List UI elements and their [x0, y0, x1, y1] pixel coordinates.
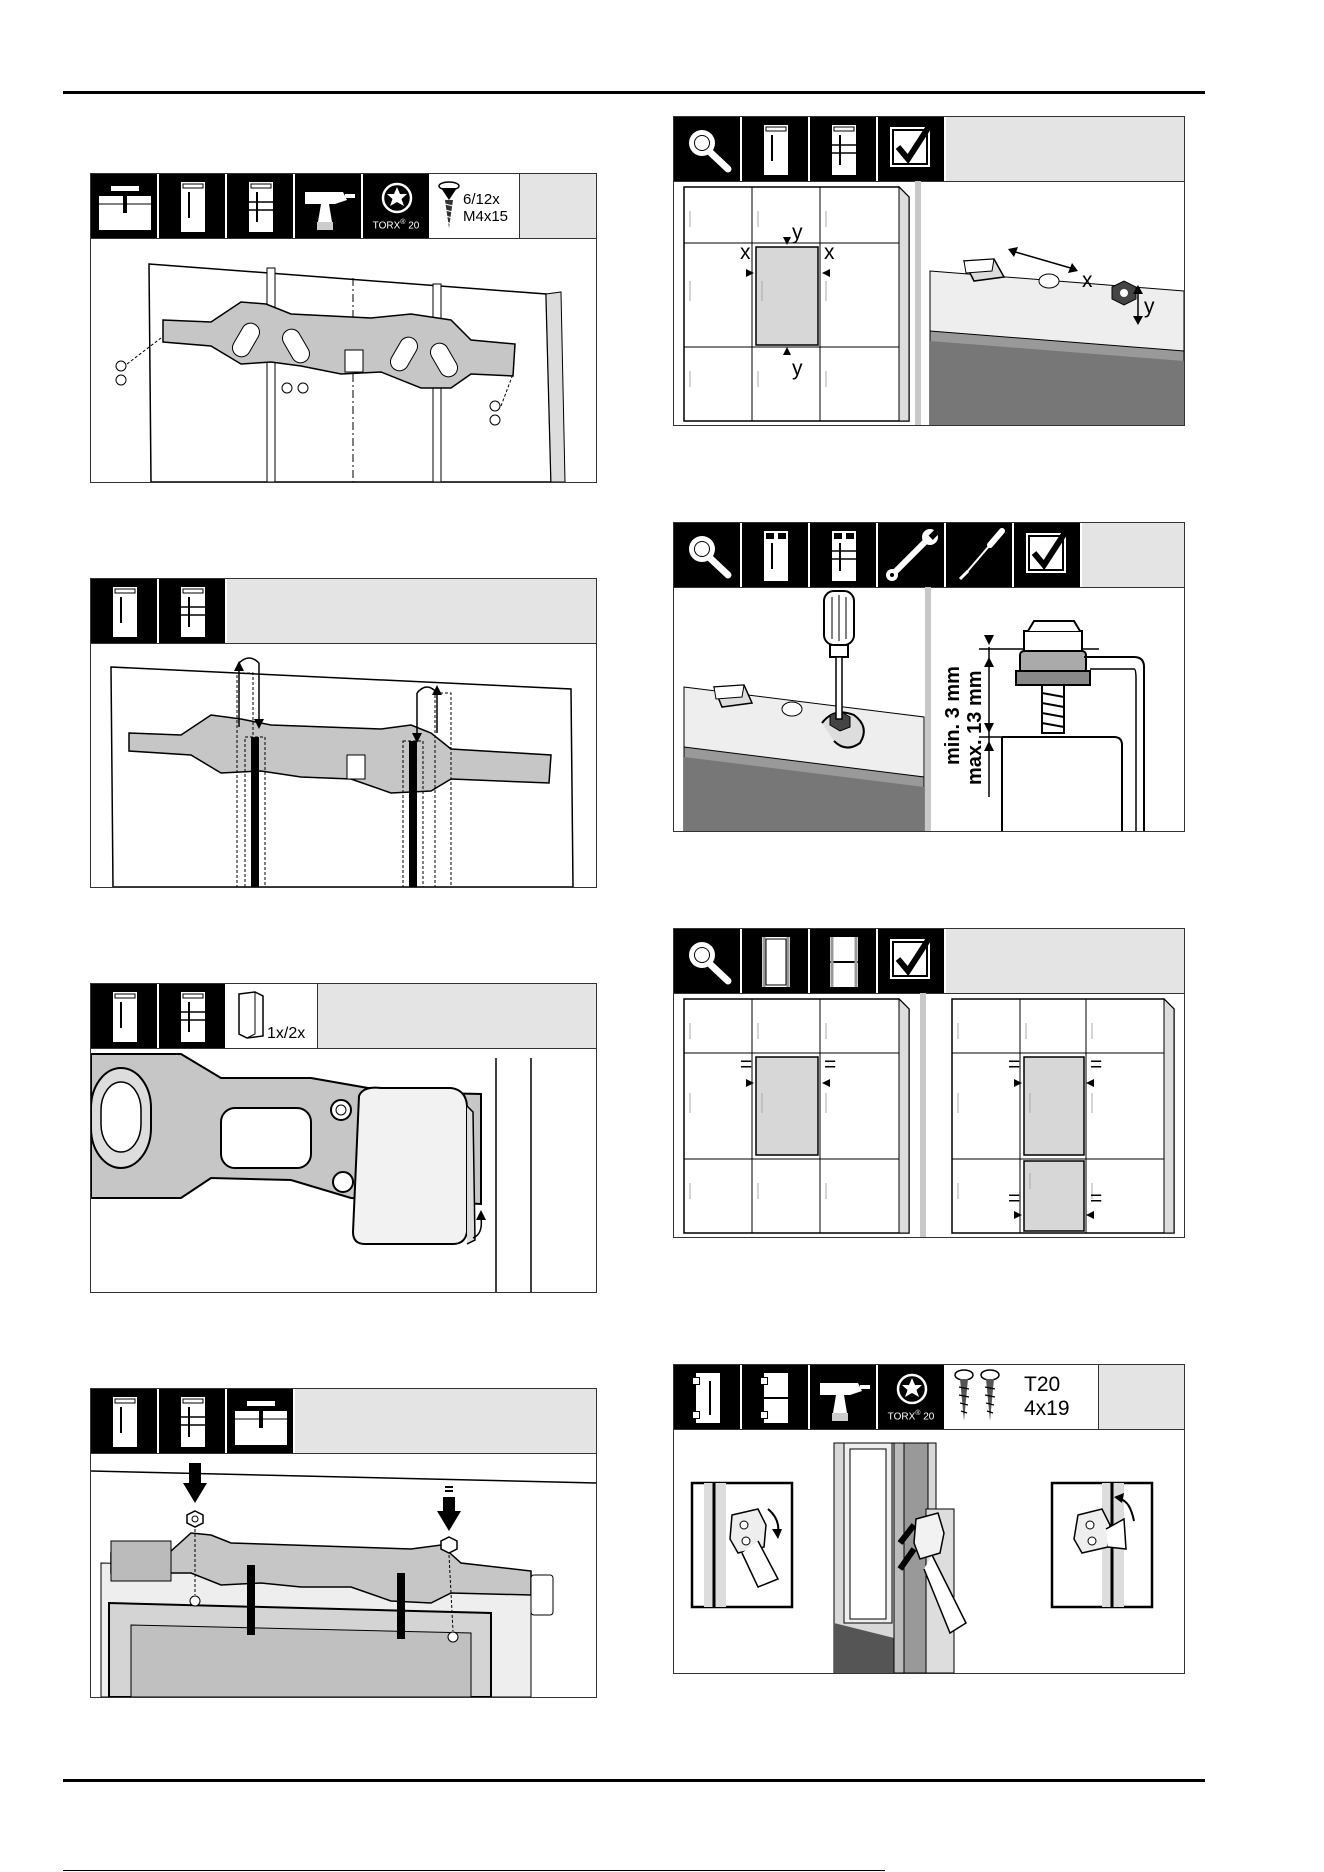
hinge-cover-close-right — [1052, 1483, 1152, 1607]
magnifier-icon — [674, 117, 742, 181]
checkbox-checked-icon — [878, 117, 946, 181]
door-panel-hinged-icon — [742, 523, 810, 587]
equal-mark-2: = — [824, 1053, 836, 1076]
magnifier-icon — [674, 523, 742, 587]
step-illustration: = = = = = = — [674, 993, 1184, 1237]
step-illustration: min. 3 mm max. 13 mm — [674, 587, 1184, 831]
top-rule — [63, 91, 1205, 94]
step-panel-hinge-cover: TORX® 20 T20 4x19 — [673, 1364, 1185, 1674]
step-illustration: y y x x x y — [674, 181, 1184, 425]
step-header — [674, 929, 1184, 994]
step-illustration — [91, 1453, 596, 1697]
door-panel-icon — [742, 117, 810, 181]
step-illustration — [674, 1429, 1184, 1673]
bottom-rule — [63, 1779, 1205, 1782]
label-y-bottom: y — [792, 357, 803, 380]
equal-mark-5: = — [1008, 1187, 1020, 1210]
hinge-adjust-view — [930, 259, 1184, 425]
step-panel-mount-bracket: TORX® 20 6/12x M4x15 — [90, 173, 597, 483]
torx-label: TORX — [373, 220, 401, 231]
door-side-hinge-icon — [674, 1365, 742, 1429]
step-panel-end-cover: 1x/2x — [90, 983, 597, 1293]
equal-mark-6: = — [1090, 1187, 1102, 1210]
equal-mark-3: = — [1008, 1053, 1020, 1076]
double-door-side-hinge-icon — [742, 1365, 810, 1429]
torx-20-icon: TORX® 20 — [878, 1365, 946, 1429]
wrench-icon — [878, 523, 946, 587]
screw-size: M4x15 — [463, 209, 508, 225]
torx-number: 20 — [408, 220, 419, 231]
door-gap-icon — [742, 929, 810, 993]
torx-20-icon: TORX® 20 — [363, 174, 431, 238]
screw-quantity: 6/12x — [463, 192, 500, 208]
double-door-panel-icon — [159, 984, 227, 1048]
torx-reg: ® — [400, 219, 405, 226]
cover-cap-box: 1x/2x — [227, 984, 318, 1048]
step-header — [91, 579, 596, 644]
step-header: TORX® 20 6/12x M4x15 — [91, 174, 596, 239]
double-door-gap-icon — [810, 929, 878, 993]
cabinet-grid-single-door — [684, 999, 909, 1233]
step-panel-fit-nuts — [90, 1388, 597, 1698]
step-header — [674, 117, 1184, 182]
double-door-hinged-icon — [810, 523, 878, 587]
door-panel-icon — [91, 1389, 159, 1453]
label-x-left: x — [740, 241, 751, 264]
double-door-panel-icon — [227, 174, 295, 238]
step-illustration — [91, 643, 596, 887]
label-y-top: y — [792, 221, 803, 244]
step-header — [91, 1389, 596, 1454]
step-header: 1x/2x — [91, 984, 596, 1049]
label-x-right: x — [824, 241, 835, 264]
door-panel-icon — [159, 174, 227, 238]
label-y-hinge: y — [1144, 295, 1155, 318]
double-door-panel-icon — [810, 117, 878, 181]
step-panel-equal-gaps: = = = = = = — [673, 928, 1185, 1238]
checkbox-checked-icon — [878, 929, 946, 993]
screw-type: T20 — [1024, 1373, 1060, 1397]
wood-screws-icon — [950, 1365, 1010, 1429]
equal-mark-1: = — [740, 1053, 752, 1076]
screw-spec-box: T20 4x19 — [946, 1365, 1099, 1429]
screw-icon — [435, 174, 465, 238]
screw-in-wood-icon — [91, 174, 159, 238]
door-frame-with-hinge — [834, 1443, 966, 1673]
double-door-panel-icon — [159, 1389, 227, 1453]
cabinet-grid-double-door — [952, 999, 1174, 1233]
torx-number: 20 — [923, 1411, 934, 1422]
step-header — [674, 523, 1184, 588]
double-door-panel-icon — [159, 579, 227, 643]
label-x-hinge: x — [1082, 269, 1093, 292]
door-panel-icon — [91, 579, 159, 643]
footer-thin-rule — [63, 1870, 885, 1871]
step-panel-hang-bracket — [90, 578, 597, 888]
magnifier-icon — [674, 929, 742, 993]
step-illustration — [91, 1048, 596, 1292]
torx-label: TORX — [888, 1411, 916, 1422]
checkbox-checked-icon — [1014, 523, 1082, 587]
step-illustration — [91, 238, 596, 482]
door-panel-icon — [91, 984, 159, 1048]
screw-size: 4x19 — [1024, 1397, 1070, 1421]
equal-mark-4: = — [1090, 1053, 1102, 1076]
step-header: TORX® 20 T20 4x19 — [674, 1365, 1184, 1430]
hinge-cover-close-left — [692, 1483, 792, 1607]
torx-reg: ® — [915, 1410, 920, 1417]
screw-spec-box: 6/12x M4x15 — [431, 174, 520, 238]
step-panel-check-alignment: y y x x x y — [673, 116, 1185, 426]
cover-quantity: 1x/2x — [267, 1026, 305, 1042]
dimension-max: max. 13 mm — [964, 670, 987, 785]
screw-in-wood-icon — [227, 1389, 295, 1453]
step-panel-height-adjust: min. 3 mm max. 13 mm — [673, 522, 1185, 832]
dimension-min: min. 3 mm — [942, 666, 965, 765]
cordless-drill-icon — [810, 1365, 878, 1429]
screwdriver-icon — [946, 523, 1014, 587]
cordless-drill-icon — [295, 174, 363, 238]
height-dimension-detail — [979, 621, 1144, 831]
